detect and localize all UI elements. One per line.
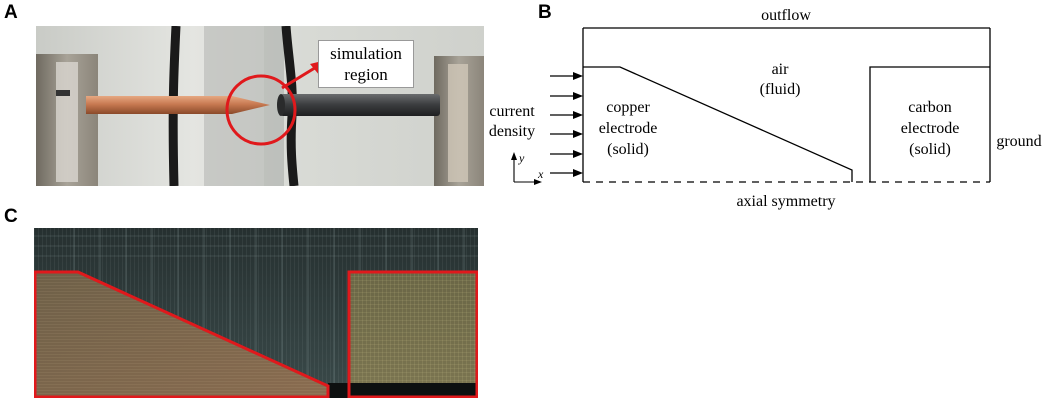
axis-y-label: y bbox=[518, 151, 525, 165]
mesh-illustration bbox=[34, 228, 478, 398]
panel-label-a: A bbox=[4, 2, 18, 23]
left-holder-plate bbox=[56, 62, 78, 182]
panel-b-schematic: y x outflow air (fluid) current density … bbox=[470, 0, 1052, 215]
carbon-electrode bbox=[280, 94, 440, 116]
current-label-line-2: density bbox=[489, 123, 535, 140]
copper-label-line-3: (solid) bbox=[607, 141, 649, 158]
left-holder-mark bbox=[56, 90, 70, 96]
current-label-line-1: current bbox=[489, 103, 535, 120]
callout-line-2: region bbox=[344, 65, 388, 84]
callout-arrow-line bbox=[281, 64, 319, 90]
carbon-label-line-2: electrode bbox=[901, 120, 960, 137]
axis-gap-region bbox=[328, 383, 478, 398]
copper-mesh-lines bbox=[34, 272, 328, 398]
panel-c-mesh bbox=[34, 228, 478, 398]
ground-label: ground bbox=[996, 133, 1041, 150]
right-holder-plate bbox=[448, 64, 468, 182]
outflow-label: outflow bbox=[761, 7, 811, 24]
copper-label-line-1: copper bbox=[606, 99, 650, 116]
coordinate-axes bbox=[511, 152, 542, 185]
carbon-region-outline bbox=[347, 270, 478, 398]
air-label-line-2: (fluid) bbox=[760, 81, 801, 98]
axis-x-label: x bbox=[537, 167, 544, 181]
simulation-region-callout: simulation region bbox=[318, 40, 414, 88]
carbon-mesh-lines bbox=[349, 272, 478, 383]
copper-label-line-2: electrode bbox=[599, 120, 658, 137]
panel-label-b: B bbox=[538, 2, 552, 23]
carbon-label-line-1: carbon bbox=[908, 99, 952, 116]
schematic-diagram: y x outflow air (fluid) current density … bbox=[489, 7, 1042, 210]
photo-illustration bbox=[36, 26, 484, 186]
carbon-label-line-3: (solid) bbox=[909, 141, 951, 158]
carbon-electrode-outline bbox=[869, 66, 990, 182]
air-label-line-1: air bbox=[772, 61, 790, 78]
panel-label-c: C bbox=[4, 206, 18, 227]
background-panel bbox=[264, 26, 284, 186]
copper-electrode bbox=[86, 96, 270, 114]
panel-a-photo: simulation region bbox=[36, 26, 484, 186]
carbon-electrode-end bbox=[277, 94, 285, 116]
simulation-region-circle bbox=[225, 74, 297, 146]
copper-region-outline bbox=[34, 270, 330, 398]
axial-symmetry-label: axial symmetry bbox=[736, 193, 835, 210]
current-density-arrows bbox=[550, 72, 583, 177]
black-cable bbox=[168, 26, 181, 186]
callout-line-1: simulation bbox=[330, 44, 402, 63]
copper-electrode-outline bbox=[583, 66, 853, 182]
